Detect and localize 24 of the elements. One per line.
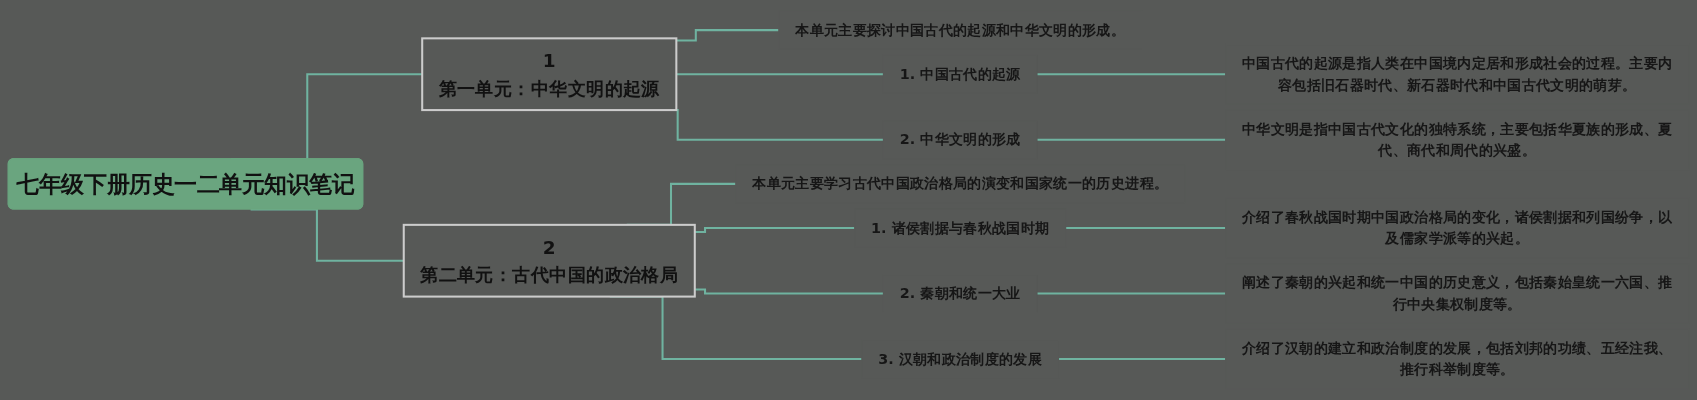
connector xyxy=(250,208,404,262)
node-text: 中国古代的起源是指人类在中国境内定居和形成社会的过程。主要内容包括旧石器时代、新石器时代和中国古代文明的萌芽。 xyxy=(1242,54,1673,93)
node-text: 介绍了春秋战国时期中国政治格局的变化，诸侯割据和列国纷争，以及儒家学派等的兴起。 xyxy=(1242,208,1673,247)
node-text: 2. 中华文明的形成 xyxy=(899,131,1021,148)
connector xyxy=(676,73,884,76)
node-box: 1 第一单元：中华文明的起源 xyxy=(421,37,678,112)
node-text: 2. 秦朝和统一大业 xyxy=(899,284,1021,302)
node-text: 本单元主要学习古代中国政治格局的演变和国家统一的历史进程。 xyxy=(752,175,1169,192)
node-text: 1. 诸侯割据与春秋战国时期 xyxy=(871,219,1050,236)
connector xyxy=(676,29,779,42)
node-text: 介绍了汉朝的建立和政治制度的发展，包括刘邦的功绩、五经注我、推行科举制度等。 xyxy=(1242,339,1673,378)
connector xyxy=(1037,73,1226,76)
connector xyxy=(1037,138,1226,141)
connector xyxy=(1037,292,1226,295)
connector xyxy=(1058,358,1226,361)
node-text: 中华文明是指中国古代文化的独特系统，主要包括华夏族的形成、夏代、商代和周代的兴盛。 xyxy=(1242,120,1673,159)
connector xyxy=(694,226,855,233)
node-text: 1. 中国古代的起源 xyxy=(899,65,1021,82)
node-text: 阐述了秦朝的兴起和统一中国的历史意义，包括秦始皇统一六国、推行中央集权制度等。 xyxy=(1242,274,1673,312)
node-text: 3. 汉朝和政治制度的发展 xyxy=(878,350,1043,367)
connector xyxy=(694,288,884,295)
connector xyxy=(1065,226,1226,229)
node-box: 2 第二单元：古代中国的政治格局 xyxy=(402,223,696,298)
node-text: 本单元主要探讨中国古代的起源和中华文明的形成。 xyxy=(795,21,1126,38)
